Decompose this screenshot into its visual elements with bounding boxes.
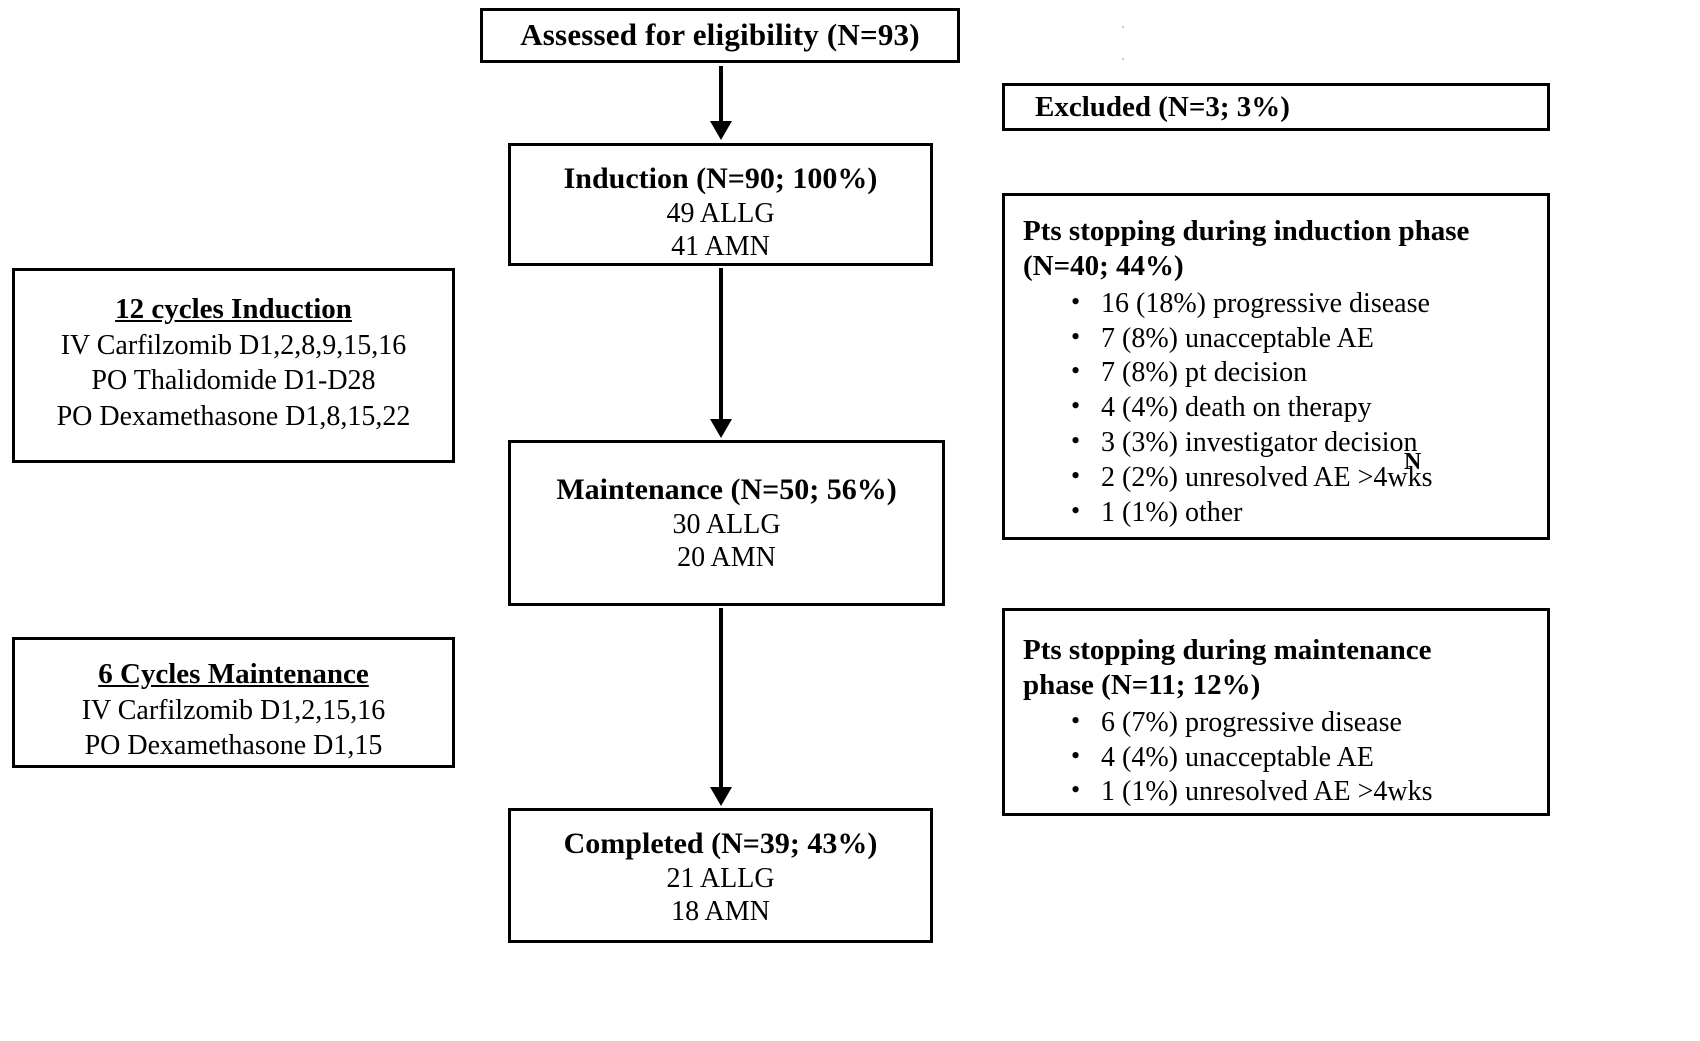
node-assessed-for-eligibility: Assessed for eligibility (N=93) <box>480 8 960 63</box>
node-completed: Completed (N=39; 43%) 21 ALLG 18 AMN <box>508 808 933 943</box>
list-item: 3 (3%) investigator decision <box>1023 425 1539 461</box>
regimen-box-induction: 12 cycles Induction IV Carfilzomib D1,2,… <box>12 268 455 463</box>
arrow-shaft <box>719 608 723 788</box>
dropout-box-maintenance: Pts stopping during maintenance phase (N… <box>1002 608 1550 816</box>
node-excluded-label: Excluded (N=3; 3%) <box>1035 90 1290 123</box>
list-item: 1 (1%) other <box>1023 495 1539 531</box>
regimen-maintenance-line-1: IV Carfilzomib D1,2,15,16 <box>81 695 386 726</box>
node-assessed-header: Assessed for eligibility (N=93) <box>520 17 920 53</box>
regimen-maintenance-title: 6 Cycles Maintenance <box>98 658 369 690</box>
dropout-maintenance-list: 6 (7%) progressive disease 4 (4%) unacce… <box>1023 705 1539 811</box>
node-induction-line-2: 41 AMN <box>671 231 770 263</box>
arrow-maintenance-to-completed <box>710 608 732 806</box>
node-maintenance: Maintenance (N=50; 56%) 30 ALLG 20 AMN <box>508 440 945 606</box>
node-induction-line-1: 49 ALLG <box>666 198 775 230</box>
list-item: 7 (8%) unacceptable AE <box>1023 321 1539 357</box>
node-maintenance-header: Maintenance (N=50; 56%) <box>556 473 897 506</box>
arrow-induction-to-maintenance <box>710 268 732 438</box>
dropout-maintenance-title-line-1: Pts stopping during maintenance <box>1023 634 1432 666</box>
arrow-shaft <box>719 268 723 420</box>
node-induction-header: Induction (N=90; 100%) <box>563 162 878 195</box>
node-excluded: Excluded (N=3; 3%) <box>1002 83 1550 131</box>
node-completed-line-1: 21 ALLG <box>666 863 775 895</box>
list-item: 7 (8%) pt decision <box>1023 355 1539 391</box>
node-completed-line-2: 18 AMN <box>671 896 770 928</box>
dropout-maintenance-title-line-2: phase (N=11; 12%) <box>1023 669 1261 702</box>
regimen-maintenance-line-2: PO Dexamethasone D1,15 <box>84 730 383 762</box>
dropout-induction-list: 16 (18%) progressive disease 7 (8%) unac… <box>1023 286 1539 531</box>
dropout-induction-title-line-1: Pts stopping during induction phase <box>1023 215 1470 247</box>
arrow-assessed-to-induction <box>710 66 732 140</box>
list-item: 4 (4%) death on therapy <box>1023 390 1539 426</box>
scan-speck <box>1122 58 1124 60</box>
list-item: 2 (2%) unresolved AE >4wks <box>1023 460 1539 496</box>
arrow-head <box>710 419 732 438</box>
node-completed-header: Completed (N=39; 43%) <box>563 827 878 860</box>
list-item: 16 (18%) progressive disease <box>1023 286 1539 322</box>
regimen-box-maintenance: 6 Cycles Maintenance IV Carfilzomib D1,2… <box>12 637 455 768</box>
regimen-induction-line-1: IV Carfilzomib D1,2,8,9,15,16 <box>60 330 407 361</box>
regimen-induction-title: 12 cycles Induction <box>115 293 352 325</box>
arrow-head <box>710 121 732 140</box>
node-maintenance-line-1: 30 ALLG <box>672 509 781 541</box>
regimen-induction-line-3: PO Dexamethasone D1,8,15,22 <box>56 400 411 432</box>
stray-glyph-artifact: N <box>1404 449 1422 475</box>
node-maintenance-line-2: 20 AMN <box>677 542 776 574</box>
scan-speck <box>1122 26 1124 28</box>
regimen-induction-line-2: PO Thalidomide D1-D28 <box>91 365 376 397</box>
arrow-shaft <box>719 66 723 122</box>
dropout-induction-title-line-2: (N=40; 44%) <box>1023 250 1184 283</box>
arrow-head <box>710 787 732 806</box>
list-item: 4 (4%) unacceptable AE <box>1023 740 1539 776</box>
dropout-box-induction: Pts stopping during induction phase (N=4… <box>1002 193 1550 540</box>
list-item: 6 (7%) progressive disease <box>1023 705 1539 741</box>
node-induction: Induction (N=90; 100%) 49 ALLG 41 AMN <box>508 143 933 266</box>
list-item: 1 (1%) unresolved AE >4wks <box>1023 774 1539 810</box>
